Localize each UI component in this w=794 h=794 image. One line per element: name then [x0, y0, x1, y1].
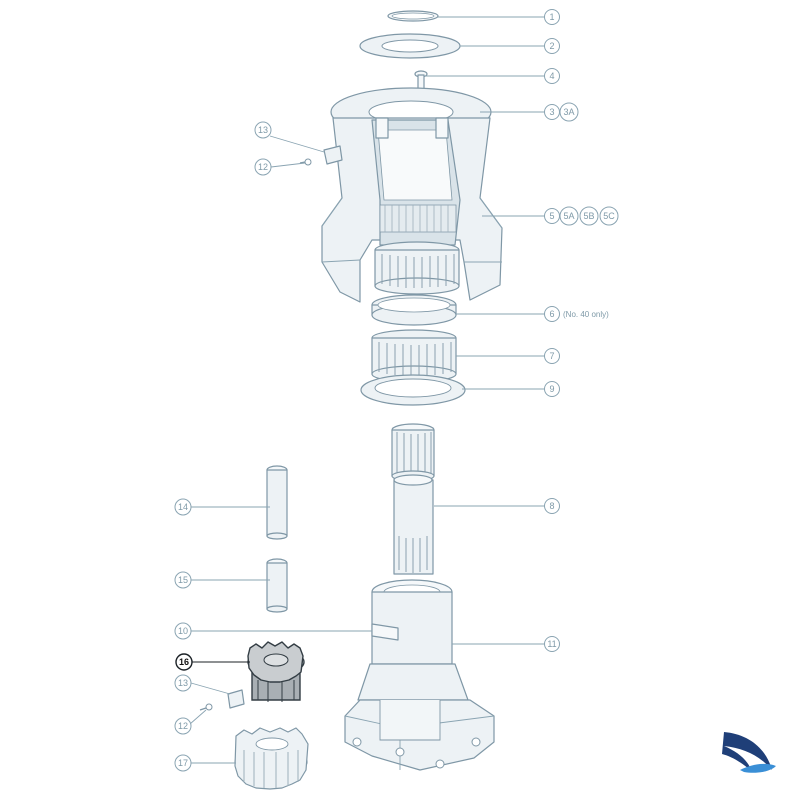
part-15-short-pin: [266, 558, 288, 613]
callout-16-highlighted: 16: [175, 653, 193, 671]
callout-10-label: 10: [178, 626, 188, 636]
callout-4-label: 4: [549, 71, 554, 81]
part-8-spindle: [391, 423, 435, 575]
part-11-base: [344, 579, 495, 771]
part-14-long-pin: [266, 465, 288, 540]
callout-10: 10: [174, 622, 192, 640]
callout-13-top-label: 13: [258, 125, 268, 135]
callout-9: 9: [544, 381, 560, 397]
callout-2-label: 2: [549, 41, 554, 51]
callout-8-label: 8: [549, 501, 554, 511]
callout-13-top: 13: [254, 121, 272, 139]
part-10-pawl: [371, 623, 399, 641]
callout-17: 17: [174, 754, 192, 772]
callout-9-label: 9: [549, 384, 554, 394]
callout-1-label: 1: [549, 12, 554, 22]
callout-14: 14: [174, 498, 192, 516]
part-17-large-gear: [234, 727, 309, 790]
callout-17-label: 17: [178, 758, 188, 768]
callout-12-top: 12: [254, 158, 272, 176]
part-9-thrust-washer: [360, 374, 466, 406]
callout-14-label: 14: [178, 502, 188, 512]
callout-1: 1: [544, 9, 560, 25]
callout-5c-label: 5C: [603, 211, 615, 221]
callout-6-label: 6: [549, 309, 554, 319]
callout-3-label: 3: [549, 107, 554, 117]
callout-12-top-label: 12: [258, 162, 268, 172]
callout-5-label: 5: [549, 211, 554, 221]
callout-7: 7: [544, 348, 560, 364]
part-12-spring-bottom: [199, 703, 213, 711]
part-7-roller-bearing: [371, 329, 457, 383]
part-5-drum: [321, 117, 503, 303]
part-6-spacer-ring: [371, 294, 457, 326]
callout-5a-label: 5A: [563, 211, 574, 221]
callout-12-bottom: 12: [174, 717, 192, 735]
callout-8: 8: [544, 498, 560, 514]
callout-5b-label: 5B: [583, 211, 594, 221]
part-13-pawl-bottom: [227, 689, 245, 709]
callout-11-label: 11: [547, 639, 556, 649]
roller-bearing-upper: [374, 241, 460, 295]
sail-swoosh-logo-icon: [722, 732, 776, 773]
callout-2: 2: [544, 38, 560, 54]
callout-12-bottom-label: 12: [178, 721, 188, 731]
callout-16-label: 16: [179, 657, 189, 667]
callout-5: 5 5A 5B 5C: [544, 206, 619, 226]
part-12-spring-top: [299, 158, 312, 166]
callout-15: 15: [174, 571, 192, 589]
callout-3a-label: 3A: [563, 107, 574, 117]
callout-13-bottom: 13: [174, 674, 192, 692]
part-4-pin: [414, 70, 428, 90]
callout-4: 4: [544, 68, 560, 84]
part-16-gear-highlighted: [247, 641, 305, 702]
part-2-washer: [359, 33, 461, 59]
callout-15-label: 15: [178, 575, 188, 585]
callout-7-label: 7: [549, 351, 554, 361]
callout-13-bottom-label: 13: [178, 678, 188, 688]
callout-3: 3 3A: [544, 102, 579, 122]
part-1-circlip: [387, 10, 439, 22]
callout-6: 6 (No. 40 only): [544, 306, 609, 322]
leader-lines: [189, 16, 545, 764]
callout-6-note: (No. 40 only): [563, 310, 609, 319]
part-13-pawl-top: [323, 145, 343, 165]
callout-11: 11: [544, 636, 560, 652]
